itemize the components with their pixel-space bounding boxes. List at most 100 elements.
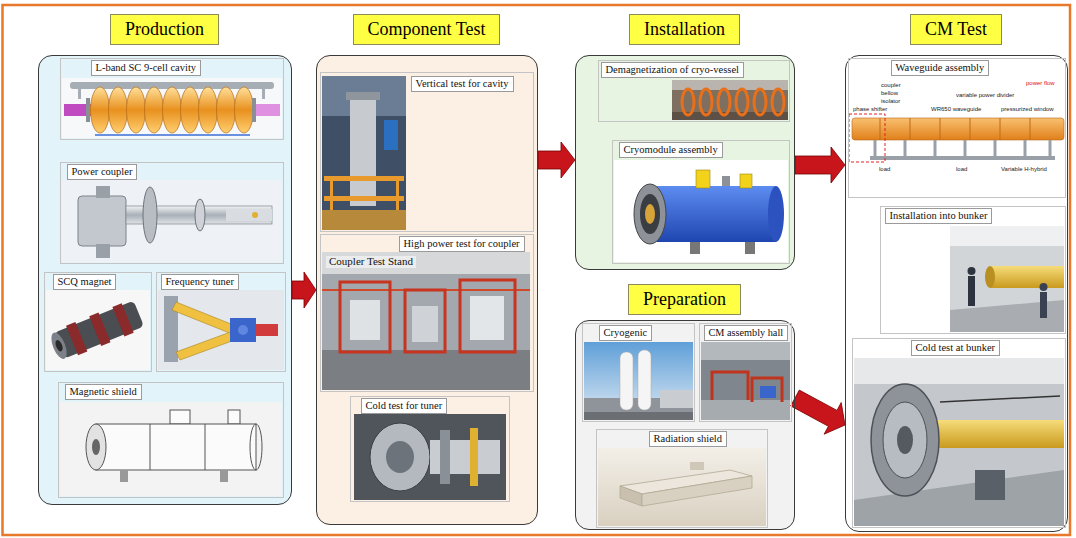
caption-label: Radiation shield (649, 431, 728, 448)
bunker-install-photo (950, 226, 1064, 246)
cryomodule-drawing (745, 242, 755, 254)
vertical-test-photo (324, 196, 404, 201)
coupler-test-photo (322, 252, 530, 390)
bunker-cold-test-photo (871, 384, 939, 496)
waveguide-drawing (910, 118, 911, 140)
flow-arrow (791, 390, 845, 434)
part-label: isolator (880, 98, 901, 104)
cavity-drawing (86, 98, 90, 122)
bunker-install-photo (1040, 283, 1048, 291)
vertical-test-photo (396, 176, 399, 212)
flow-arrow (795, 147, 845, 183)
cavity-drawing (217, 87, 236, 133)
part-label: pressurized window (1000, 106, 1055, 112)
demagnetization-photo (672, 80, 788, 120)
shield-drawing (92, 439, 100, 455)
waveguide-drawing (852, 118, 1064, 140)
part-label: coupler (880, 82, 902, 88)
demagnetization-photo (718, 89, 730, 115)
waveguide-drawing (940, 118, 941, 140)
image-box: SCQ magnet (44, 272, 152, 372)
shield-drawing (150, 424, 151, 470)
waveguide-drawing (970, 118, 971, 140)
waveguide-drawing (964, 140, 967, 156)
cavity-drawing (127, 87, 146, 133)
demagnetization-photo (700, 89, 712, 115)
assembly-hall-photo (712, 372, 782, 402)
caption-label: Cold test for tuner (361, 398, 448, 415)
magnet-drawing (54, 301, 144, 359)
cryomodule-drawing (722, 176, 730, 186)
shield-drawing (220, 470, 228, 482)
coupler-test-photo (322, 252, 530, 274)
vertical-test-photo (322, 76, 406, 230)
stage-panel: CM TestWaveguide assemblyInstallation in… (845, 55, 1068, 532)
magnet-drawing (46, 290, 150, 370)
bunker-cold-test-photo (975, 470, 1005, 500)
cavity-drawing (62, 78, 282, 138)
bunker-cold-test-photo (940, 396, 1060, 402)
waveguide-drawing (880, 118, 1030, 140)
radiation-shield-drawing (598, 448, 766, 526)
coupler-test-photo (340, 282, 390, 352)
cavity-drawing (181, 87, 200, 133)
coupler-drawing (226, 209, 272, 221)
coupler-test-photo (350, 300, 380, 340)
assembly-hall-photo (701, 342, 790, 420)
image-box: Installation into bunker (880, 206, 1066, 334)
tuner-test-photo (370, 423, 430, 491)
cavity-drawing (252, 98, 256, 122)
bunker-install-photo (968, 276, 975, 306)
cavity-drawing (91, 87, 254, 133)
coupler-test-photo (412, 306, 438, 342)
cryomodule-drawing (614, 160, 788, 262)
cavity-drawing (235, 87, 254, 133)
image-box: Power coupler (60, 162, 284, 264)
waveguide-drawing (870, 156, 1055, 160)
panel-fill (575, 55, 795, 270)
vertical-test-photo (322, 210, 406, 230)
vertical-test-photo (384, 120, 398, 150)
coupler-test-photo (405, 290, 445, 352)
magnet-drawing (112, 303, 133, 336)
tuner-drawing (158, 290, 284, 370)
cryomodule-drawing (640, 194, 660, 234)
cavity-drawing (62, 78, 282, 138)
bunker-cold-test-photo (897, 426, 913, 454)
waveguide-drawing (874, 140, 877, 156)
bunker-install-photo (968, 267, 976, 275)
caption-label: Magnetic shield (65, 384, 142, 401)
radiation-shield-drawing (642, 476, 752, 506)
magnet-drawing (48, 331, 70, 361)
bunker-install-photo (950, 226, 1064, 332)
cryomodule-drawing (634, 184, 666, 244)
image-box: Cold test at bunker (852, 338, 1066, 528)
tuner-test-photo (386, 441, 414, 473)
stage-panel: ProductionL-band SC 9-cell cavityPower c… (38, 55, 292, 505)
cryomodule-drawing (650, 186, 776, 242)
stage-panel: Component TestVertical test for cavityHi… (316, 55, 538, 525)
caption-label: Demagnetization of cryo-vessel (601, 62, 745, 79)
cryogenic-photo (660, 390, 693, 408)
waveguide-drawing (880, 118, 881, 140)
flow-arrow (538, 142, 575, 178)
panel-fill (575, 320, 795, 530)
tuner-test-photo (354, 414, 506, 500)
caption-label: Power coupler (67, 164, 138, 181)
caption-label: High power test for coupler (399, 236, 525, 253)
cryogenic-photo (584, 342, 693, 420)
caption-label: Vertical test for cavity (411, 76, 514, 93)
page-frame (3, 5, 1071, 535)
tuner-drawing (256, 324, 278, 336)
cavity-drawing (145, 87, 164, 133)
cavity-drawing (78, 89, 81, 99)
demagnetization-photo (754, 89, 766, 115)
cavity-drawing (109, 87, 128, 133)
image-box: Magnetic shield (58, 382, 284, 498)
magnet-drawing (66, 322, 87, 355)
cavity-drawing (262, 89, 265, 99)
waveguide-drawing (904, 140, 907, 156)
